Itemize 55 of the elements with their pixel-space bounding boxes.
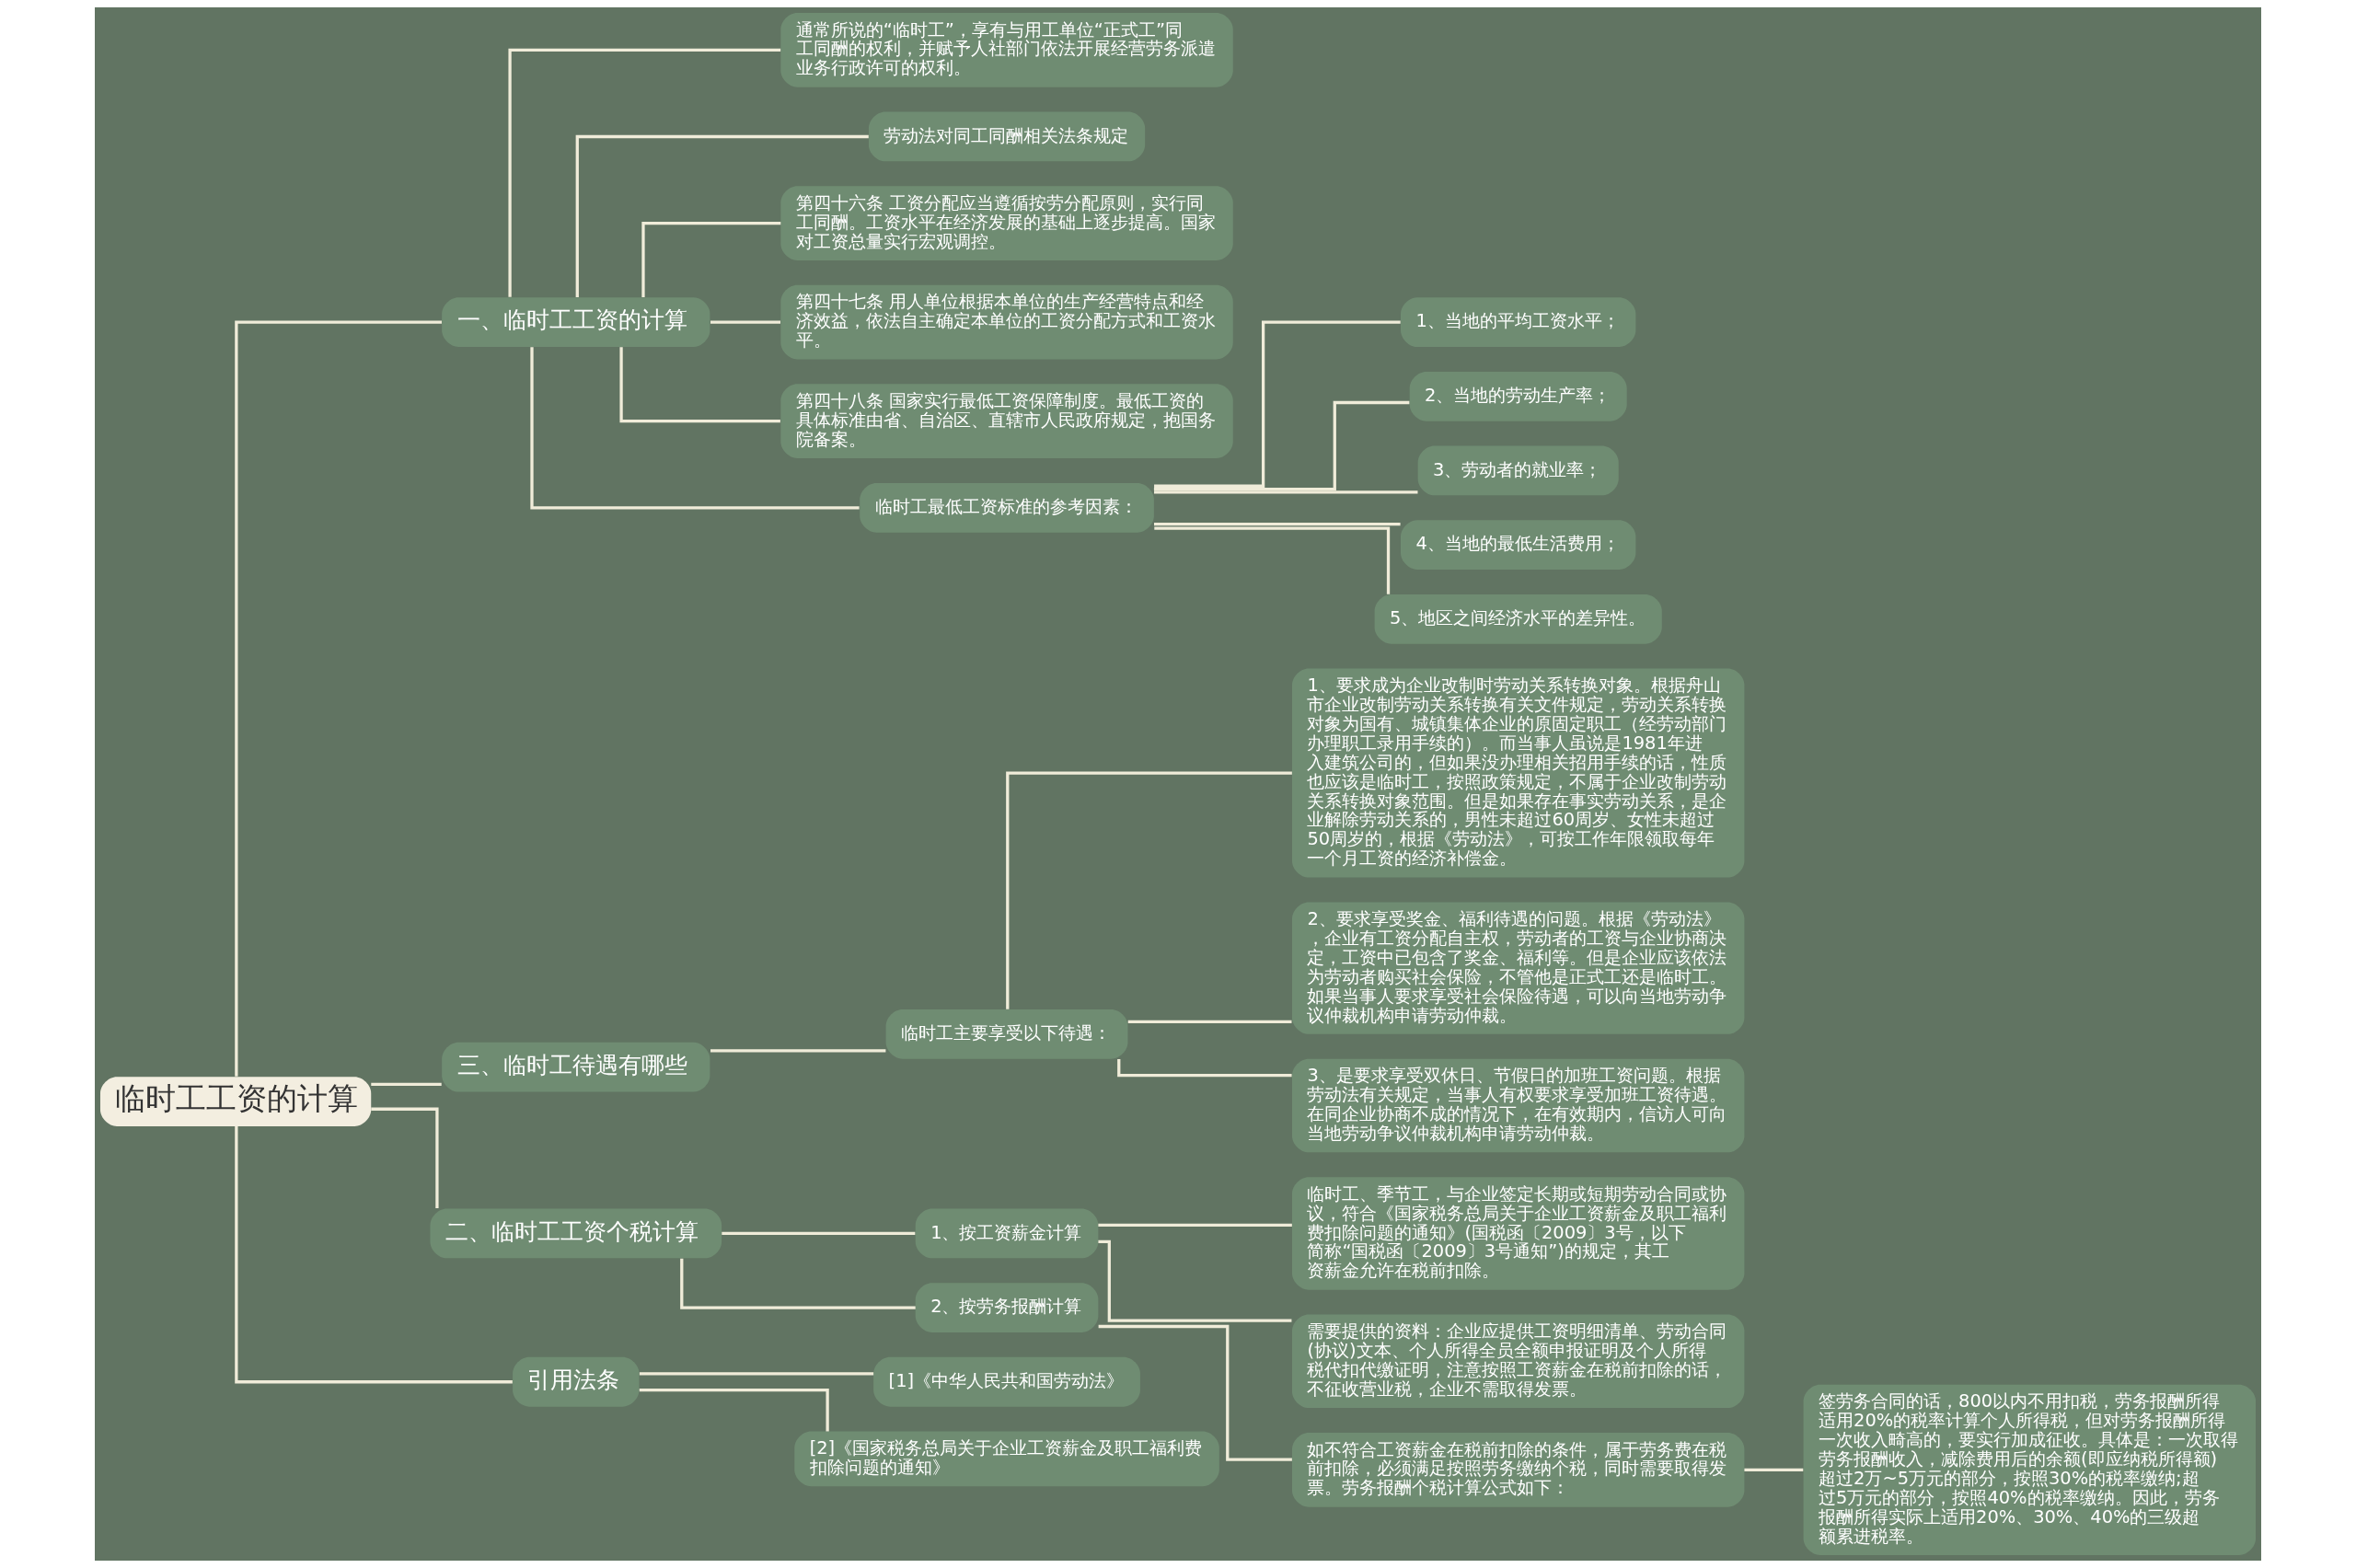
connector: [639, 1372, 874, 1376]
connector: [508, 48, 781, 297]
node-box: 5、地区之间经济水平的差异性。: [1374, 594, 1662, 644]
node-box: [1]《中华人民共和国劳动法》: [873, 1356, 1140, 1407]
connector: [1098, 1223, 1292, 1228]
node-box: 第四十八条 国家实行最低工资保障制度。最低工资的具体标准由省、自治区、直辖市人民政府规定，抱国务院备案。: [780, 384, 1233, 458]
connector: [722, 1231, 916, 1236]
connector: [1098, 1324, 1292, 1461]
node-box: [2]《国家税务总局关于企业工资薪金及职工福利费扣除问题的通知》: [794, 1431, 1219, 1487]
connector: [639, 1389, 829, 1432]
node-box: 一、临时工工资的计算: [442, 297, 710, 347]
connector: [1127, 1020, 1292, 1024]
node-box: 4、当地的最低生活费用；: [1400, 520, 1636, 570]
connector: [1154, 320, 1401, 488]
connector: [235, 1126, 513, 1384]
node-box: 1、当地的平均工资水平；: [1400, 297, 1636, 347]
connector: [1153, 400, 1410, 491]
connector: [710, 320, 780, 324]
node-box: 临时工最低工资标准的参考因素：: [860, 482, 1154, 533]
node-box: 签劳务合同的话，800以内不用扣税，劳务报酬所得适用20%的税率计算个人所得税，但对劳务报酬所得一次收入畸高的，要实行加成征收。具体是：一次取得劳务报酬收入，减除费用后的余额(即应纳税所得额)超过2万~5万元的部分，按照30%的税率缴纳;超过5万元的部分，按照40%的税率缴纳。因此，劳务报酬所得实际上适用20%、30%、40%的三级超额累进税率。: [1803, 1384, 2257, 1555]
connector: [575, 134, 869, 297]
connector: [1154, 523, 1401, 526]
node-box: 3、劳动者的就业率；: [1417, 445, 1619, 496]
connector: [1117, 1058, 1292, 1078]
connector: [641, 221, 781, 297]
connector: [710, 1049, 886, 1053]
node-box: 临时工主要享受以下待遇：: [885, 1009, 1128, 1059]
node-box: 2、当地的劳动生产率；: [1409, 371, 1627, 421]
node-box: 通常所说的“临时工”，享有与用工单位“正式工”同工同酬的权利，并赋予人社部门依法开展经营劳务派遣业务行政许可的权利。: [780, 13, 1233, 87]
node-box: 劳动法对同工同酬相关法条规定: [868, 111, 1146, 162]
node-box: 第四十七条 用人单位根据本单位的生产经营特点和经济效益，依法自主确定本单位的工资分配方式和工资水平。: [780, 284, 1233, 360]
connector: [1098, 1239, 1292, 1322]
node-box: 3、是要求享受双休日、节假日的加班工资问题。根据劳动法有关规定，当事人有权要求享受加班工资待遇。在同企业协商不成的情况下，在有效期内，信访人可向当地劳动争议仲裁机构申请劳动仲裁。: [1291, 1058, 1745, 1153]
connector: [1006, 771, 1292, 1009]
connector: [1154, 490, 1418, 494]
node-box: 三、临时工待遇有哪些: [442, 1042, 710, 1092]
node-box: 1、要求成为企业改制时劳动关系转换对象。根据舟山市企业改制劳动关系转换有关文件规定，劳动关系转换对象为国有、城镇集体企业的原固定职工（经劳动部门办理职工录用手续的）。而当事人虽说是1981年进入建筑公司的，但如果没办理相关招用手续的话，性质也应该是临时工，按照政策规定，不属于企业改制劳动关系转换对象范围。但是如果存在事实劳动关系，是企业解除劳动关系的，男性未超过60周岁、女性未超过50周岁的，根据《劳动法》，可按工作年限领取每年一个月工资的经济补偿金。: [1291, 668, 1745, 878]
connector: [371, 1082, 442, 1086]
node-box: 2、要求享受奖金、福利待遇的问题。根据《劳动法》，企业有工资分配自主权，劳动者的工资与企业协商决定，工资中已包含了奖金、福利等。但是企业应该依法为劳动者购买社会保险，不管他是正式工还是临时工。如果当事人要求享受社会保险待遇，可以向当地劳动争议仲裁机构申请劳动仲裁。: [1291, 902, 1745, 1034]
connector: [619, 347, 780, 423]
node-box: 临时工、季节工，与企业签定长期或短期劳动合同或协议，符合《国家税务总局关于企业工资薪金及职工福利费扣除问题的通知》(国税函〔2009〕3号，以下简称“国税函〔2009〕3号通知”)的规定，其工资薪金允许在税前扣除。: [1291, 1177, 1745, 1290]
connector: [530, 347, 860, 510]
connector: [680, 1258, 916, 1309]
node-box: 临时工工资的计算: [99, 1077, 372, 1126]
node-box: 需要提供的资料：企业应提供工资明细清单、劳动合同(协议)文本、个人所得全员全额申报证明及个人所得税代扣代缴证明，注意按照工资薪金在税前扣除的话，不征收营业税，企业不需取得发票。: [1291, 1314, 1745, 1409]
connector: [235, 320, 442, 1077]
node-box: 2、按劳务报酬计算: [915, 1283, 1099, 1332]
node-box: 1、按工资薪金计算: [915, 1208, 1099, 1259]
connector: [371, 1107, 439, 1209]
node-box: 第四十六条 工资分配应当遵循按劳分配原则，实行同工同酬。工资水平在经济发展的基础上逐步提高。国家对工资总量实行宏观调控。: [780, 186, 1233, 260]
connector: [1744, 1468, 1804, 1471]
connector: [1154, 526, 1391, 594]
node-box: 二、临时工工资个税计算: [430, 1208, 722, 1259]
node-box: 如不符合工资薪金在税前扣除的条件，属于劳务费在税前扣除，必须满足按照劳务缴纳个税，同时需要取得发票。劳务报酬个税计算公式如下：: [1291, 1433, 1745, 1507]
node-box: 引用法条: [513, 1356, 640, 1407]
